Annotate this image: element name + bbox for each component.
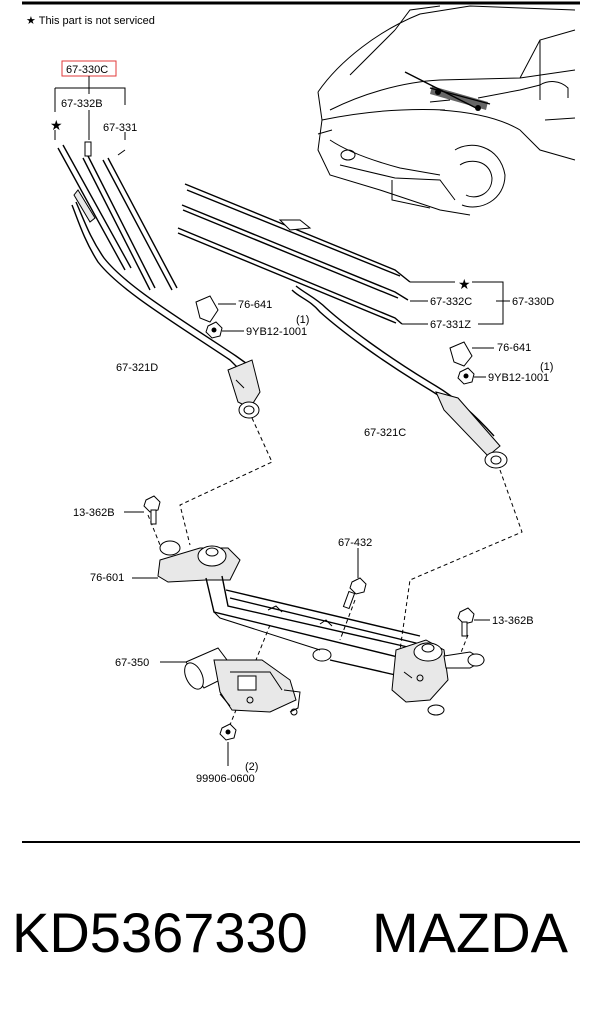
label-67-330C: 67-330C (66, 64, 108, 76)
label-67-331Z: 67-331Z (430, 319, 471, 331)
wiper-arm-left (71, 201, 261, 419)
star-icon: ★ (50, 117, 63, 133)
label-9yb12-1001-a: 9YB12-1001 (246, 326, 307, 338)
label-67-321C: 67-321C (364, 427, 406, 439)
label-67-331: 67-331 (103, 122, 137, 134)
bolt-67-432 (342, 577, 367, 610)
label-67-330D: 67-330D (512, 296, 554, 308)
label-67-321D: 67-321D (116, 362, 158, 374)
label-67-350: 67-350 (115, 657, 149, 669)
label-99906-0600: 99906-0600 (196, 773, 255, 785)
nut-9yb12-right (457, 367, 475, 385)
blade-assembly-left: ★ (50, 60, 178, 291)
wiper-linkage-76-601 (157, 540, 486, 716)
cap-76-641-right (449, 341, 473, 367)
label-67-332C: 67-332C (430, 296, 472, 308)
nut-9yb12-left (205, 321, 223, 339)
bolt-13-362B-right (457, 607, 475, 637)
brand-name: MAZDA (372, 901, 569, 964)
bolt-13-362B-left (143, 495, 161, 525)
star-icon-right: ★ (458, 276, 471, 292)
label-76-641-b: 76-641 (497, 342, 531, 354)
label-9yb-qty-a: (1) (296, 314, 309, 326)
car-illustration (317, 5, 576, 216)
cap-76-641-left (195, 295, 219, 323)
label-67-432: 67-432 (338, 537, 372, 549)
label-9yb12-1001-b: 9YB12-1001 (488, 372, 549, 384)
blade-assembly-right (177, 183, 411, 325)
label-99906-qty: (2) (245, 761, 258, 773)
label-67-332B: 67-332B (61, 98, 103, 110)
label-13-362B-b: 13-362B (492, 615, 534, 627)
part-number: KD5367330 (12, 901, 308, 964)
wiper-motor-67-350 (184, 647, 301, 716)
legend-note: ★ This part is not serviced (26, 15, 155, 27)
label-76-641-a: 76-641 (238, 299, 272, 311)
label-76-601: 76-601 (90, 572, 124, 584)
nut-99906-0600 (219, 723, 237, 741)
wiper-arm-right (291, 285, 508, 469)
label-13-362B-a: 13-362B (73, 507, 115, 519)
label-9yb-qty-b: (1) (540, 361, 553, 373)
